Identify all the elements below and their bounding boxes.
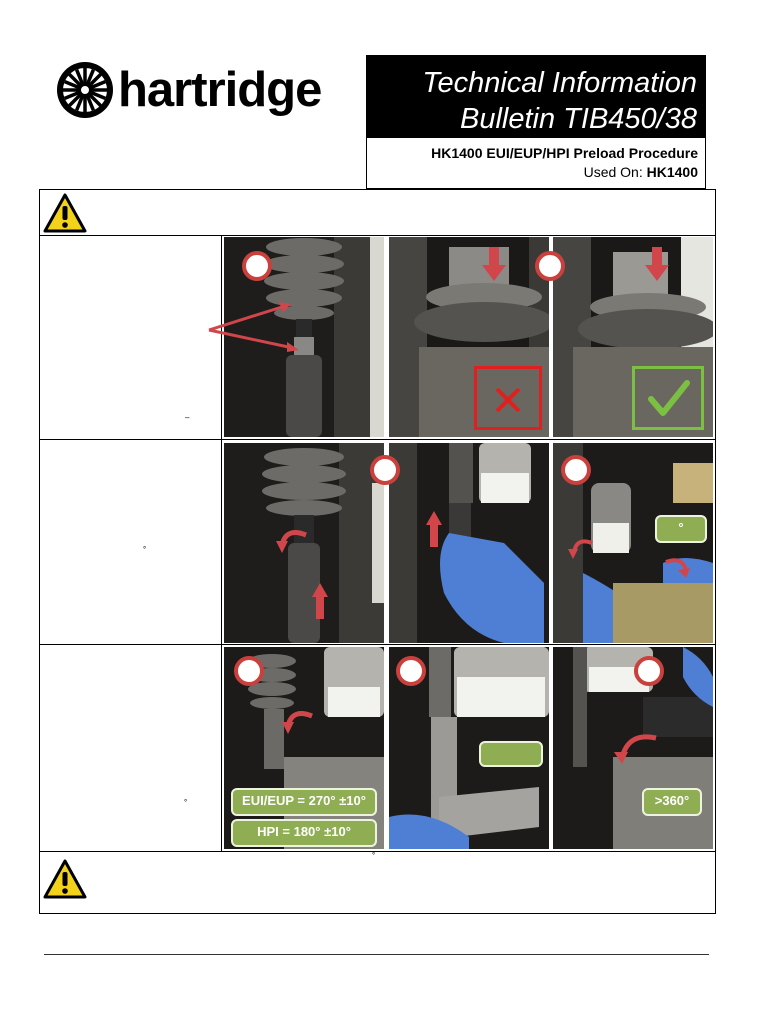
rotate-arrow-icon <box>566 537 596 563</box>
step-photo-rotate <box>224 443 384 643</box>
table-divider <box>39 644 716 645</box>
table-divider <box>39 851 716 852</box>
column-divider <box>221 235 222 851</box>
cross-icon <box>495 387 521 413</box>
used-on: Used On: HK1400 <box>367 163 698 181</box>
bulletin-subtitle: HK1400 EUI/EUP/HPI Preload Procedure <box>431 145 698 161</box>
bulletin-title: Technical Information Bulletin TIB450/38 <box>367 56 705 138</box>
used-on-value: HK1400 <box>646 164 698 180</box>
table-divider <box>39 235 716 236</box>
rotate-arrow-icon <box>662 556 692 580</box>
warning-triangle-icon <box>43 193 87 233</box>
bottom-mark: ° <box>372 851 376 860</box>
callout-eui-eup: EUI/EUP = 270° ±10° <box>231 788 377 816</box>
step-number-badge <box>234 656 264 686</box>
step-mark: – <box>185 413 190 422</box>
step-mark: ° <box>143 545 147 554</box>
incorrect-frame <box>474 366 542 430</box>
step-number-badge <box>242 251 272 281</box>
used-on-label: Used On: <box>583 164 647 180</box>
step-number-badge <box>396 656 426 686</box>
pointer-arrow-icon <box>205 300 305 360</box>
check-icon <box>648 380 690 416</box>
down-arrow-icon <box>645 247 669 283</box>
callout-hpi: HPI = 180° ±10° <box>231 819 377 847</box>
brand-name: hartridge <box>118 63 322 117</box>
step-number-badge <box>535 251 565 281</box>
correct-frame <box>632 366 704 430</box>
rotate-arrow-icon <box>282 708 318 738</box>
step-photo-incorrect <box>389 237 549 437</box>
procedure-table <box>39 189 716 914</box>
up-arrow-icon <box>312 583 328 619</box>
bulletin-title-line2: Bulletin TIB450/38 <box>460 103 697 135</box>
step-number-badge <box>370 455 400 485</box>
callout-angle: >360° <box>642 788 702 816</box>
bulletin-title-line1: Technical Information <box>422 67 697 99</box>
footer-divider <box>44 954 709 955</box>
callout-box: ° <box>655 515 707 543</box>
rotate-arrow-icon <box>614 730 660 766</box>
table-divider <box>39 439 716 440</box>
step-number-badge <box>634 656 664 686</box>
down-arrow-icon <box>482 247 506 283</box>
warning-triangle-icon <box>43 859 87 899</box>
rotate-arrow-icon <box>276 527 312 557</box>
hartridge-logo-icon <box>55 60 355 120</box>
step-photo-fit-injector <box>389 443 549 643</box>
step-mark: ° <box>184 798 188 807</box>
up-arrow-icon <box>426 511 442 547</box>
callout-box <box>479 741 543 767</box>
step-number-badge <box>561 455 591 485</box>
